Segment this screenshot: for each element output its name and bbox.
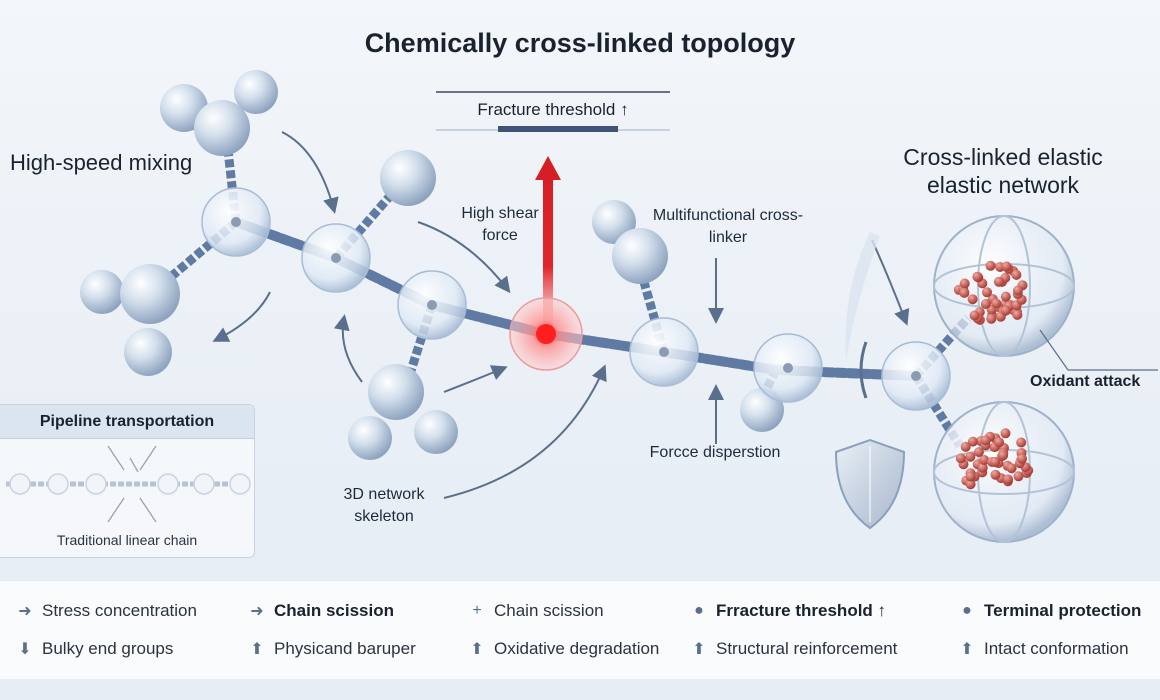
red-bead — [982, 287, 992, 298]
legend-item: ⬇ Bulky end groups — [14, 639, 173, 659]
red-bead — [967, 294, 978, 305]
force-dispersion-label: Forcce disperstion — [649, 444, 781, 461]
arrow-up-icon: ⬆ — [692, 641, 706, 658]
red-bead — [990, 469, 1001, 480]
pipeline-footer-label: Traditional linear chain — [56, 532, 198, 548]
legend-item: ➜ Chain scission — [246, 601, 394, 621]
fracture-threshold-label: Fracture threshold ↑ — [477, 100, 629, 119]
multifunctional-cross-linker-label: Multifunctional cross-linker — [652, 207, 804, 246]
stressed-node — [509, 297, 583, 371]
red-bead — [990, 457, 1001, 467]
legend-bar: ➜ Stress concentration ➜ Chain scission + Cha… — [0, 580, 1160, 679]
protected-cage-top — [933, 215, 1075, 357]
pipeline-header: Pipeline transportation — [0, 405, 254, 439]
dot-icon: ● — [694, 602, 704, 619]
shield-icon — [834, 438, 906, 530]
legend-item-label: Oxidative degradation — [494, 639, 660, 658]
red-bead — [998, 450, 1009, 461]
legend-item: ⬆ Physicand baruper — [246, 639, 416, 659]
red-bead — [969, 310, 980, 321]
red-bead — [967, 436, 978, 447]
red-bead — [959, 287, 970, 298]
red-bead — [980, 299, 991, 309]
red-bead — [980, 435, 991, 446]
cross-linked-network-label: Cross-linked elastic elastic network — [903, 144, 1103, 198]
red-bead — [1001, 261, 1012, 272]
red-bead — [1000, 305, 1011, 316]
red-bead — [972, 271, 983, 282]
red-bead — [1006, 463, 1017, 474]
barrier-shape — [845, 232, 880, 360]
oxidant-attack-label: Oxidant attack — [1030, 373, 1141, 390]
network-skeleton-label: 3D network skeleton — [343, 486, 425, 525]
red-bead — [1012, 285, 1023, 296]
legend-item-label: Chain scission — [274, 601, 394, 620]
legend-item-label: Frracture threshold ↑ — [716, 601, 887, 620]
pipeline-header-label: Pipeline transportation — [39, 413, 215, 430]
legend-item-label: Terminal protection — [984, 601, 1142, 620]
dot-icon: ● — [962, 602, 972, 619]
red-bead — [960, 441, 971, 452]
legend-item: ⬆ Intact conformation — [956, 639, 1129, 659]
legend-item: ● Frracture threshold ↑ — [688, 601, 886, 621]
legend-item: + Chain scission — [466, 601, 604, 621]
legend-item-label: Chain scission — [494, 601, 604, 620]
arrow-right-icon: ➜ — [18, 603, 32, 620]
high-shear-force-arrow — [535, 156, 561, 326]
red-bead — [965, 451, 976, 462]
pipeline-transportation-panel: Pipeline transportation Traditional line… — [0, 404, 255, 558]
red-bead — [1000, 428, 1011, 439]
oxidant-pointer — [1039, 329, 1069, 371]
red-bead — [985, 260, 996, 271]
red-bead — [959, 278, 970, 289]
legend-item-label: Physicand baruper — [274, 639, 416, 658]
network-diagram — [6, 70, 1158, 543]
red-bead — [977, 462, 988, 473]
red-bead — [973, 447, 984, 458]
page-title: Chemically cross-linked topology — [364, 28, 796, 58]
legend-item: ⬆ Oxidative degradation — [466, 639, 659, 659]
legend-item: ➜ Stress concentration — [14, 601, 197, 621]
arrow-up-icon: ⬆ — [250, 641, 264, 658]
high-speed-mixing-label: High-speed mixing — [10, 150, 193, 175]
red-bead — [1000, 291, 1011, 302]
red-bead — [993, 276, 1004, 287]
red-bead — [1003, 474, 1013, 485]
fracture-threshold-box: Fracture threshold ↑ — [436, 92, 670, 132]
red-bead — [1016, 437, 1027, 448]
red-bead — [955, 453, 966, 464]
bracket-mark — [859, 341, 868, 399]
side-branches — [157, 149, 972, 449]
arrow-down-icon: ⬇ — [18, 641, 32, 658]
red-bead — [1013, 471, 1024, 482]
fracture-box-bar — [498, 126, 618, 132]
arrow-up-icon: ⬆ — [960, 641, 974, 658]
red-bead — [965, 479, 976, 490]
legend-item-label: Bulky end groups — [42, 639, 174, 658]
arrow-right-icon: ➜ — [250, 603, 264, 620]
legend-item: ● Terminal protection — [956, 601, 1141, 621]
red-bead — [1012, 309, 1023, 320]
red-bead — [965, 471, 976, 482]
high-shear-force-label: High shear force — [461, 205, 539, 244]
cross-link-nodes — [201, 187, 951, 411]
legend-item: ⬆ Structural reinforcement — [688, 639, 897, 659]
legend-item-label: Structural reinforcement — [716, 639, 898, 658]
protected-cage-bottom — [933, 401, 1075, 543]
plus-line-icon: + — [472, 602, 482, 619]
arrow-up-icon: ⬆ — [470, 641, 484, 658]
legend-item-label: Intact conformation — [984, 639, 1129, 658]
red-bead — [991, 298, 1002, 309]
red-bead — [986, 313, 997, 324]
red-bead — [979, 455, 990, 465]
red-bead — [1017, 453, 1027, 464]
red-bead — [1011, 269, 1022, 280]
flow-arrows — [212, 131, 910, 499]
legend-item-label: Stress concentration — [42, 601, 197, 620]
red-bead — [994, 437, 1005, 448]
